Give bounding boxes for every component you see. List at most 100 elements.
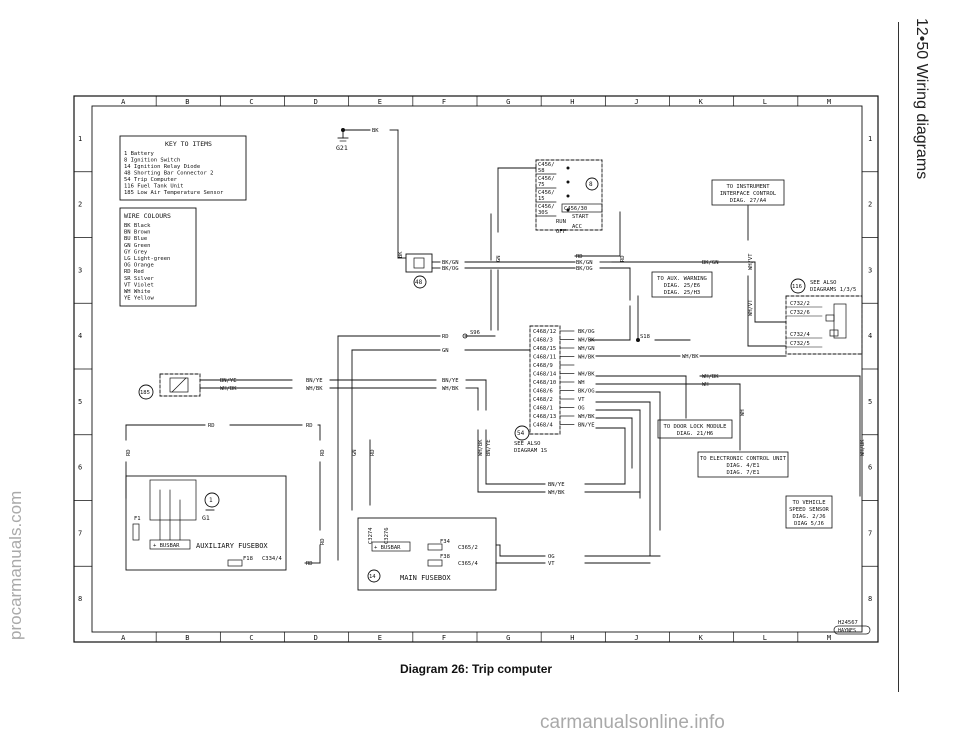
- wire-wh-bk-6: WH/BK: [702, 374, 719, 380]
- item-1-label: 1: [209, 497, 213, 504]
- see-also-116-line1: SEE ALSO: [810, 280, 837, 286]
- grid-col-bottom-F: F: [442, 634, 446, 642]
- grid-row-left-5: 5: [78, 398, 82, 406]
- wire-bk-top: BK: [372, 128, 379, 134]
- grid-col-top-F: F: [442, 98, 446, 106]
- grid-col-top-K: K: [699, 98, 704, 106]
- ref-ecu-text: DIAG. 4/E1: [726, 463, 759, 469]
- trip-pin-wire: WH/BK: [578, 414, 595, 420]
- grid-col-bottom-J: J: [634, 634, 638, 642]
- ref-aux-warning-text: DIAG. 25/E6: [664, 283, 700, 289]
- trip-pin: C468/4: [533, 423, 554, 429]
- key-item: 48 Shorting Bar Connector 2: [124, 171, 213, 177]
- trip-pin: C468/13: [533, 414, 556, 420]
- colour-item: RD Red: [124, 269, 144, 275]
- main-fusebox-title: MAIN FUSEBOX: [400, 574, 451, 582]
- trip-pin: C468/12: [533, 329, 556, 335]
- ground-g21-label: G21: [336, 144, 348, 152]
- fuel-pin: C732/4: [790, 332, 811, 338]
- wire-wh-vt-vert-1: WH/VT: [748, 253, 754, 270]
- colour-item: SR Silver: [124, 276, 154, 282]
- grid-row-left-4: 4: [78, 332, 82, 340]
- wire-colours-title: WIRE COLOURS: [124, 212, 171, 220]
- main-fusebox: + BUSBAR F34 C365/2 F38 C365/4 C3274 C32…: [357, 517, 497, 591]
- grid-marks: [73, 95, 879, 643]
- trip-pin: C468/9: [533, 363, 553, 369]
- trip-pin-wire: BN/YE: [578, 423, 595, 429]
- trip-pin: C468/2: [533, 397, 553, 403]
- see-also-116-line2: DIAGRAMS 1/3/5: [810, 287, 856, 293]
- fuel-pin: C732/2: [790, 301, 810, 307]
- trip-pin: C468/10: [533, 380, 556, 386]
- trip-pin: C468/3: [533, 338, 553, 344]
- wire-bn-ye-vert: BN/YE: [486, 439, 492, 456]
- aux-fuse-f1: F1: [134, 516, 141, 522]
- wire-wh-vt-vert-2: WH/VT: [748, 299, 754, 316]
- ground-g1-label: G1: [202, 514, 210, 522]
- key-item: 1 Battery: [124, 151, 154, 157]
- grid-row-left-2: 2: [78, 201, 82, 209]
- ref-instrument-text: INTERFACE CONTROL: [720, 191, 777, 197]
- see-also-54-line1: SEE ALSO: [514, 441, 541, 447]
- main-conn-c3276: C3276: [384, 527, 390, 544]
- wire-rd-vert-4: RD: [370, 449, 376, 456]
- watermark-bottom: carmanualsonline.info: [540, 712, 725, 733]
- wire-og-label: OG: [548, 554, 555, 560]
- aux-fuse-f18: F18: [243, 556, 253, 562]
- ref-aux-warning-text: TO AUX. WARNING: [657, 276, 707, 282]
- item-8-label: 8: [589, 181, 593, 188]
- colour-item: WH White: [124, 289, 151, 295]
- ignition-contact: C456/: [538, 176, 555, 182]
- ignition-contact: C456/: [538, 204, 555, 210]
- wire-wh-bk-5: WH/BK: [682, 354, 699, 360]
- wire-wh-vert: WH: [740, 409, 746, 416]
- ref-aux-warning-text: DIAG. 25/H3: [664, 290, 700, 296]
- wire-bk-gn-label-3: BK/GN: [702, 260, 719, 266]
- grid-col-bottom-L: L: [763, 634, 767, 642]
- ignition-position: START: [572, 214, 589, 220]
- wire-wh-bk-4: WH/BK: [548, 490, 565, 496]
- ref-vss-text: TO VEHICLE: [792, 500, 825, 506]
- wire-bn-ye-2: BN/YE: [306, 378, 323, 384]
- grid-col-bottom-D: D: [314, 634, 318, 642]
- grid-row-right-3: 3: [868, 266, 872, 274]
- colour-item: LG Light-green: [124, 256, 170, 262]
- wire-rd-label-3: RD: [208, 423, 215, 429]
- ignition-contact: C456/: [538, 190, 555, 196]
- grid-col-top-C: C: [249, 98, 253, 106]
- wire-gn-vert-1: GN: [496, 255, 502, 262]
- wire-wh-bk-1: WH/BK: [220, 386, 237, 392]
- grid-row-right-5: 5: [868, 398, 872, 406]
- trip-pin-wire: BK/OG: [578, 389, 595, 395]
- grid-col-top-B: B: [185, 98, 189, 106]
- header-rule: [898, 22, 899, 692]
- grid-row-right-8: 8: [868, 595, 872, 603]
- grid-col-bottom-G: G: [506, 634, 510, 642]
- wire-bk-og-label: BK/OG: [442, 266, 459, 272]
- grid-col-top-J: J: [634, 98, 638, 106]
- wire-bk-og-label-2: BK/OG: [576, 266, 593, 272]
- wire-rd-label-1: RD: [576, 254, 583, 260]
- grid-row-left-1: 1: [78, 135, 82, 143]
- wire-bn-ye-1: BN/YE: [220, 378, 237, 384]
- ref-vss-text: DIAG 5/J6: [794, 521, 824, 527]
- ignition-position: OFF: [556, 229, 566, 235]
- key-item: 54 Trip Computer: [124, 177, 178, 183]
- grid-col-bottom-K: K: [699, 634, 704, 642]
- grid-col-top-E: E: [378, 98, 382, 106]
- ignition-contact-pin: 15: [538, 196, 545, 202]
- item-14-label: 14: [369, 574, 376, 580]
- main-busbar: + BUSBAR: [374, 545, 401, 551]
- shorting-bar-48: 48: [405, 253, 433, 289]
- ref-ecu-text: DIAG. 7/E1: [726, 470, 759, 476]
- grid-row-right-2: 2: [868, 201, 872, 209]
- item-116-label: 116: [792, 284, 802, 290]
- ref-door-lock-text: TO DOOR LOCK MODULE: [664, 424, 727, 430]
